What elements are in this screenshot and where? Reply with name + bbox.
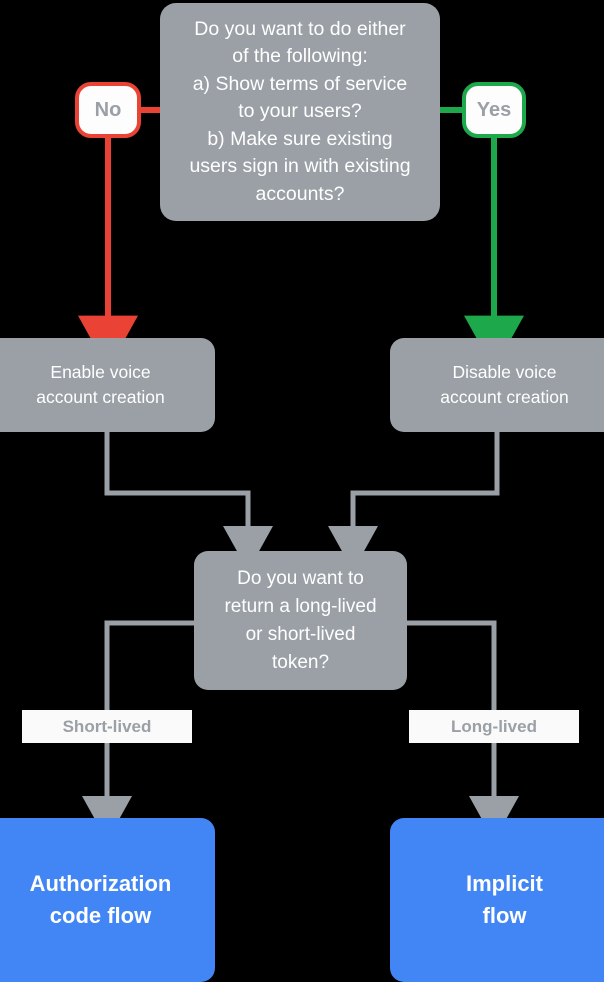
node-token-decision[interactable]: Do you want to return a long-lived or sh… (194, 551, 407, 690)
node-authorization-code-flow-label: Authorization code flow (29, 871, 172, 928)
edge-label-long-lived-text: Long-lived (451, 716, 537, 736)
node-token-decision-label: Do you want to return a long-lived or sh… (224, 567, 377, 673)
edge-label-short-lived-text: Short-lived (62, 716, 152, 736)
edge-token-decision-to-long-lived (407, 620, 497, 710)
edge-disable-to-token-decision (328, 432, 500, 571)
node-top-decision[interactable]: Do you want to do either of the followin… (160, 3, 440, 221)
badge-no-label: No (94, 98, 122, 121)
edge-enable-to-token-decision (104, 432, 273, 571)
node-disable-label: Disable voice account creation (440, 362, 569, 407)
edge-label-long-lived: Long-lived (409, 710, 579, 743)
node-enable-voice-account-creation[interactable]: Enable voice account creation (0, 338, 215, 432)
badge-yes-label: Yes (476, 98, 512, 121)
edge-label-short-lived: Short-lived (22, 710, 192, 743)
node-implicit-flow-label: Implicit flow (465, 871, 543, 928)
node-implicit-flow[interactable]: Implicit flow (390, 818, 604, 982)
node-authorization-code-flow[interactable]: Authorization code flow (0, 818, 215, 982)
node-top-decision-label: Do you want to do either of the followin… (189, 17, 411, 205)
badge-yes[interactable]: Yes (462, 82, 526, 138)
edge-token-decision-to-short-lived (104, 620, 194, 710)
badge-no[interactable]: No (75, 82, 141, 138)
node-disable-voice-account-creation[interactable]: Disable voice account creation (390, 338, 604, 432)
node-enable-label: Enable voice account creation (36, 362, 165, 407)
